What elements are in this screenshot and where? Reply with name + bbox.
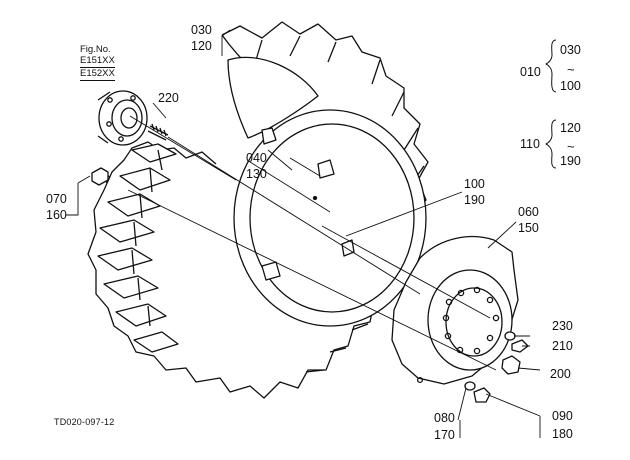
group-key-010: 010 [520, 65, 541, 79]
group-brackets [545, 39, 557, 169]
callout-130: 130 [246, 167, 267, 181]
callout-230: 230 [552, 319, 573, 333]
group-110-tilde: ~ [567, 139, 575, 154]
callout-100: 100 [464, 177, 485, 191]
callout-150: 150 [518, 221, 539, 235]
leader-lines [66, 29, 541, 438]
callout-170: 170 [434, 428, 455, 442]
callout-070: 070 [46, 192, 67, 206]
nut-washer-set [464, 331, 529, 403]
drawing-code: TD020-097-12 [54, 417, 115, 427]
figure-ref-number-1: E151XX [80, 55, 115, 68]
group-010-to: 100 [560, 79, 581, 93]
callout-220: 220 [158, 91, 179, 105]
group-key-110: 110 [520, 137, 540, 151]
figure-ref-label: Fig.No. [80, 44, 111, 55]
callout-040: 040 [246, 151, 267, 165]
callout-200: 200 [550, 367, 571, 381]
wheel-disc [227, 56, 427, 327]
callout-060: 060 [518, 205, 539, 219]
figure-ref: Fig.No. E151XX E152XX [80, 44, 115, 81]
group-110-to: 190 [560, 154, 581, 168]
group-010-tilde: ~ [567, 62, 575, 77]
callout-090: 090 [552, 409, 573, 423]
callout-190: 190 [464, 193, 485, 207]
callout-210: 210 [552, 339, 573, 353]
stud-bolt [147, 123, 169, 141]
center-disc [391, 235, 519, 385]
callout-120: 120 [191, 39, 212, 53]
group-010-from: 030 [560, 43, 581, 57]
hub-flange [97, 90, 148, 146]
callout-080: 080 [434, 411, 455, 425]
group-110-from: 120 [560, 121, 581, 135]
figure-ref-number-2: E152XX [80, 68, 115, 81]
callout-030: 030 [191, 23, 212, 37]
callout-160: 160 [46, 208, 67, 222]
callout-180: 180 [552, 427, 573, 441]
